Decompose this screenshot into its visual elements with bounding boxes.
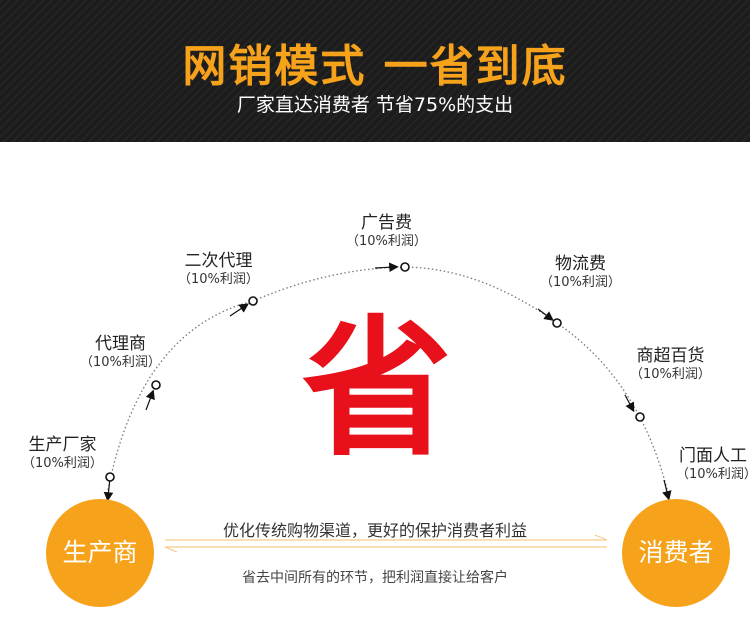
node-dot <box>400 262 410 272</box>
node-dot <box>151 380 161 390</box>
stage-profit: （10%利润） <box>540 275 621 290</box>
stage-profit: （10%利润） <box>80 355 161 370</box>
consumer-circle: 消费者 <box>622 499 730 607</box>
stage-profit: （10%利润） <box>676 467 750 482</box>
manufacturer-circle: 生产商 <box>46 499 154 607</box>
arrow-mark <box>624 394 635 413</box>
note-text: 省去中间所有的环节，把利润直接让给客户 <box>242 570 508 586</box>
node-dot <box>248 296 258 306</box>
stage-agent: 代理商 （10%利润） <box>80 334 161 372</box>
save-character: 省 <box>301 303 452 477</box>
stage-advertising: 广告费 （10%利润） <box>346 213 427 251</box>
page-title: 网销模式 一省到底 <box>182 41 568 92</box>
arrow-mark <box>662 479 672 501</box>
stage-name: 生产厂家 <box>28 435 97 455</box>
arrow-mark <box>374 262 399 273</box>
arrow-head-right <box>594 534 608 541</box>
stage-name: 商超百货 <box>636 346 705 366</box>
header-banner: 网销模式 一省到底 厂家直达消费者 节省75%的支出 <box>0 0 750 142</box>
arrow-head-left <box>164 546 178 553</box>
stage-profit: （10%利润） <box>346 234 427 249</box>
stage-name: 广告费 <box>360 213 412 233</box>
stage-sub-agent: 二次代理 （10%利润） <box>178 251 259 289</box>
stage-name: 物流费 <box>554 254 606 274</box>
arrow-mark <box>537 308 554 321</box>
stage-manufacturer: 生产厂家 （10%利润） <box>22 435 103 473</box>
slogan-text: 优化传统购物渠道，更好的保护消费者利益 <box>222 521 527 540</box>
node-dot <box>635 412 645 422</box>
stage-name: 代理商 <box>94 334 146 354</box>
stage-name: 门面人工 <box>679 446 747 466</box>
stage-profit: （10%利润） <box>178 272 259 287</box>
stage-logistics: 物流费 （10%利润） <box>540 254 621 292</box>
node-dot <box>105 472 115 482</box>
page-subtitle: 厂家直达消费者 节省75%的支出 <box>236 94 514 116</box>
node-dot <box>552 318 562 328</box>
stage-profit: （10%利润） <box>630 367 711 382</box>
stage-name: 二次代理 <box>184 251 253 271</box>
stage-retail: 商超百货 （10%利润） <box>630 346 711 384</box>
arrow-mark <box>145 389 155 411</box>
stage-storefront: 门面人工 （10%利润） <box>676 446 750 484</box>
stage-profit: （10%利润） <box>22 456 103 471</box>
arrow-mark <box>229 303 249 317</box>
